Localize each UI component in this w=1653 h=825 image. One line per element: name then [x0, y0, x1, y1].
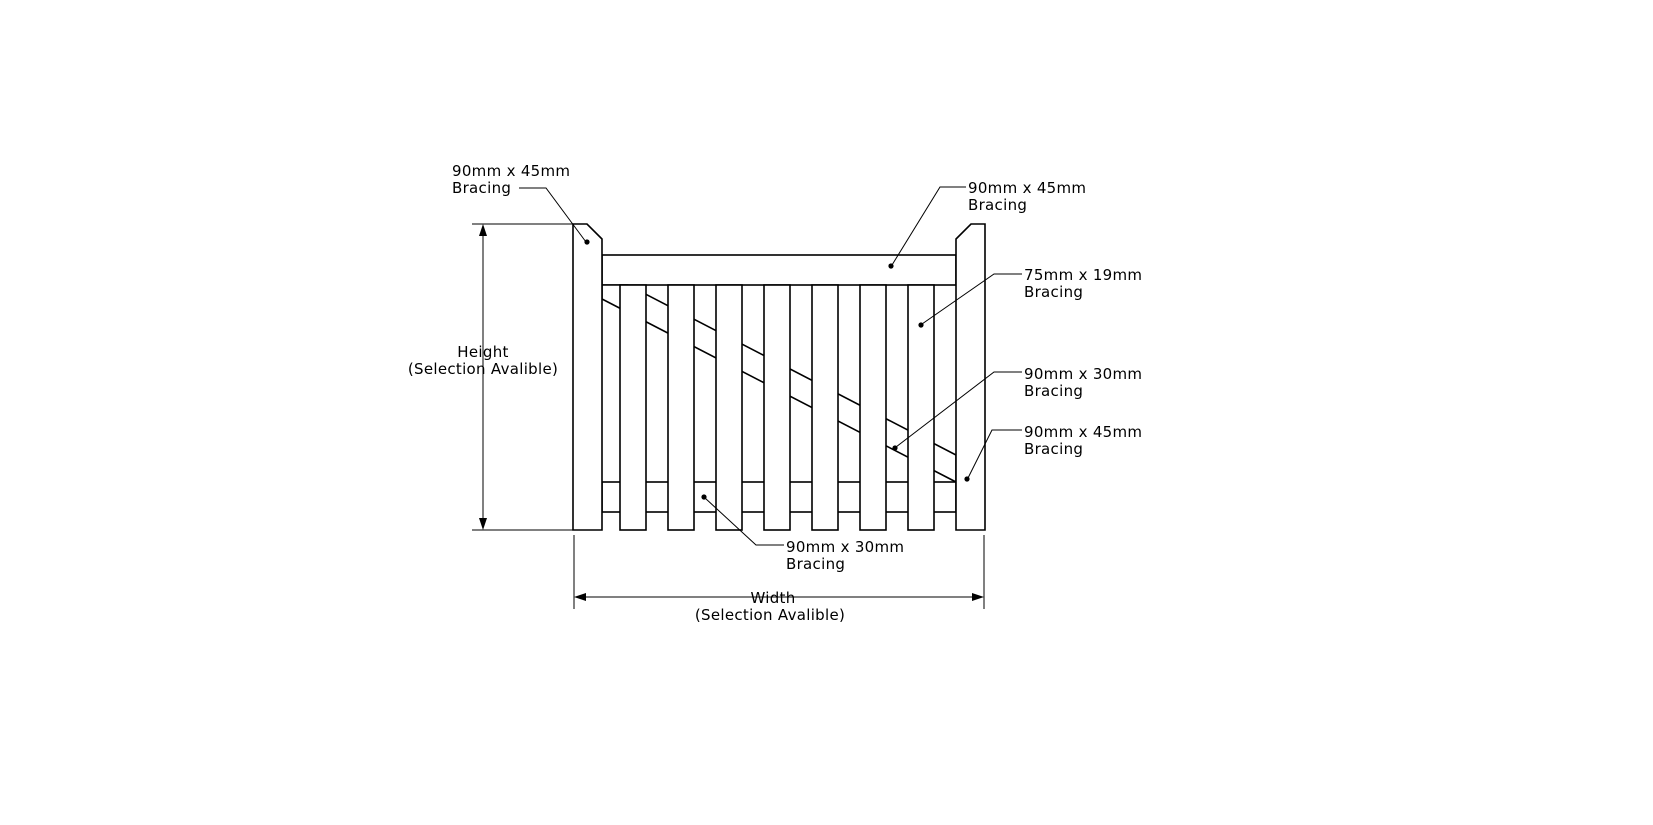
callout-bottom-rail: [701, 494, 784, 546]
height-dimension: [472, 223, 573, 531]
pale: [859, 284, 887, 531]
callout-pale: [918, 273, 1022, 328]
width-dimension: [573, 535, 985, 609]
right-post: [955, 223, 986, 531]
callout-bottom-rail-type: Bracing: [786, 555, 845, 573]
callout-diagonal-brace-type: Bracing: [1024, 382, 1083, 400]
height-label: Height: [457, 343, 508, 361]
pale: [715, 284, 743, 531]
pale: [763, 284, 791, 531]
callout-right-post-size: 90mm x 45mm: [1024, 423, 1142, 441]
pales: [619, 284, 935, 531]
pale: [907, 284, 935, 531]
callout-top-rail-size: 90mm x 45mm: [968, 179, 1086, 197]
callout-top-rail: [888, 186, 966, 269]
pale: [667, 284, 695, 531]
callout-right-post: [964, 429, 1022, 482]
callout-right-post-type: Bracing: [1024, 440, 1083, 458]
callout-left-post-size: 90mm x 45mm: [452, 162, 570, 180]
callout-diagonal-brace: [892, 371, 1022, 451]
callout-top-rail-type: Bracing: [968, 196, 1027, 214]
callout-bottom-rail-size: 90mm x 30mm: [786, 538, 904, 556]
width-sublabel: (Selection Avalible): [695, 606, 845, 624]
callout-left-post: [519, 187, 590, 245]
callout-pale-type: Bracing: [1024, 283, 1083, 301]
width-label: Width: [750, 589, 795, 607]
callout-pale-size: 75mm x 19mm: [1024, 266, 1142, 284]
pale: [811, 284, 839, 531]
height-sublabel: (Selection Avalible): [408, 360, 558, 378]
top-rail: [601, 254, 957, 286]
callout-left-post-type: Bracing: [452, 179, 511, 197]
callout-diagonal-brace-size: 90mm x 30mm: [1024, 365, 1142, 383]
pale: [619, 284, 647, 531]
left-post: [572, 223, 603, 531]
